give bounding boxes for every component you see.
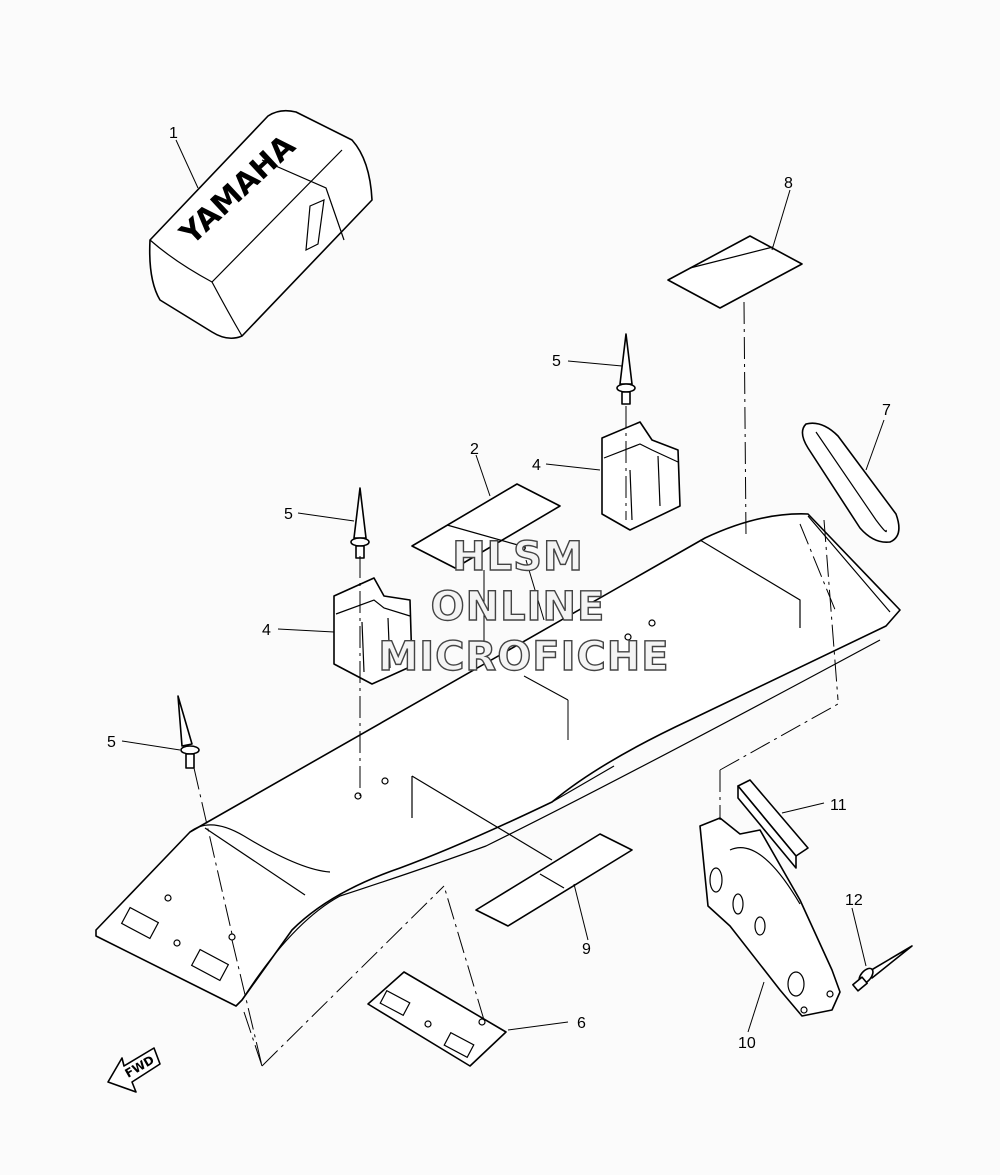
forward-arrow: FWD	[107, 1047, 161, 1093]
part-11-block	[737, 779, 809, 869]
part-5-rivet-mid	[350, 487, 370, 559]
part-10-bracket	[699, 817, 841, 1017]
part-5-rivet-top	[616, 333, 636, 405]
part-8-label	[667, 235, 803, 309]
part-6-plate	[367, 971, 507, 1067]
part-9-label	[475, 833, 633, 927]
callout-11: 11	[830, 797, 847, 814]
part-1-cover: YAMAHA	[148, 109, 373, 340]
callout-12: 12	[845, 892, 863, 909]
callout-2: 2	[470, 441, 479, 458]
assembly-lines	[193, 301, 839, 1067]
watermark: HLSM ONLINE MICROFICHE	[378, 533, 670, 680]
callout-5a: 5	[552, 353, 561, 370]
main-tray	[95, 513, 901, 1007]
callout-7: 7	[882, 402, 891, 419]
callout-numbers: 1 2 3 4 4 5 5 5 6 7 8 9 10 11 12	[107, 125, 891, 1052]
part-12-bolt	[852, 945, 913, 992]
leader-lines	[121, 139, 885, 1033]
part-7-strap	[801, 422, 900, 544]
part-4-clip-upper	[601, 421, 681, 531]
part-4-clip-lower	[333, 577, 413, 685]
watermark-line-1: HLSM	[452, 534, 584, 580]
part-2-label	[411, 483, 561, 569]
callout-10: 10	[738, 1035, 756, 1052]
part-5-rivet-left	[177, 695, 200, 769]
callout-4a: 4	[532, 457, 541, 474]
callout-5b: 5	[284, 506, 293, 523]
callout-1: 1	[169, 125, 178, 142]
callout-6: 6	[577, 1015, 586, 1032]
watermark-line-3: MICROFICHE	[378, 634, 669, 680]
callout-8: 8	[784, 175, 793, 192]
callout-3: 3	[518, 543, 527, 560]
watermark-line-2: ONLINE	[431, 584, 606, 630]
callout-4b: 4	[262, 622, 271, 639]
callout-5c: 5	[107, 734, 116, 751]
callout-9: 9	[582, 941, 591, 958]
